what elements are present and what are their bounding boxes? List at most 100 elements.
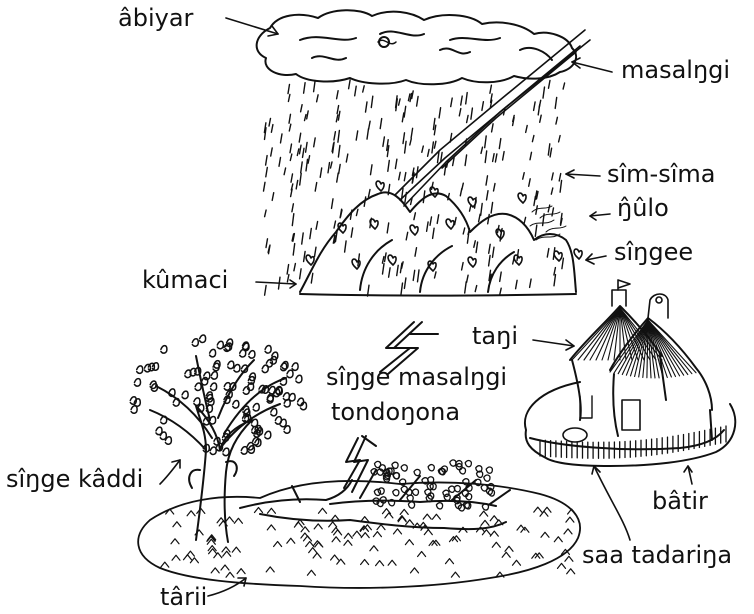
- rain-streak: [439, 108, 441, 118]
- rain-streak: [306, 142, 308, 152]
- flame-mark: [388, 255, 396, 265]
- rain-streak: [380, 119, 382, 129]
- ground-tick: [306, 542, 314, 547]
- rain-streak: [411, 128, 413, 138]
- rain-streak: [291, 174, 293, 182]
- ground-tick: [161, 562, 169, 567]
- ground-tick: [388, 560, 396, 565]
- ground-tick: [221, 565, 229, 570]
- rain-streak: [363, 86, 365, 92]
- label-tree: sîŋge kâddi: [6, 467, 143, 491]
- rain-streak: [494, 184, 496, 192]
- rain-streak: [264, 182, 266, 191]
- rain-streak: [272, 193, 274, 201]
- ground-tick: [361, 533, 369, 538]
- label-yard: saa tadariŋa: [582, 543, 732, 567]
- leaf-mark: [249, 351, 255, 358]
- ground-tick: [517, 525, 525, 530]
- fallen-leaf: [428, 465, 434, 471]
- leaf-mark: [233, 401, 239, 408]
- rain-streak: [471, 108, 473, 119]
- ground-hatching: [161, 507, 576, 577]
- ground-tick: [313, 553, 321, 558]
- flame-mark: [376, 181, 384, 191]
- leaf-mark: [217, 341, 223, 348]
- rain-streak: [435, 272, 437, 278]
- rain-streak: [490, 85, 492, 93]
- leaf-mark: [240, 349, 246, 356]
- rain-streak: [266, 168, 268, 177]
- ground-tick: [502, 552, 510, 557]
- rain-streak: [430, 217, 432, 225]
- rain-streak: [417, 97, 419, 107]
- ground-tick: [226, 517, 234, 522]
- rain-streak: [560, 180, 562, 192]
- ground-tick: [505, 546, 513, 551]
- ground-tick: [255, 508, 263, 513]
- ground-tick: [309, 548, 317, 553]
- leaf-mark: [182, 391, 188, 398]
- leaf-mark: [161, 346, 167, 353]
- rain-streak: [271, 148, 273, 156]
- rain-streak: [422, 146, 424, 152]
- rain-streak: [476, 242, 478, 252]
- rain-streak: [479, 214, 481, 222]
- burning-bush-icon: [300, 192, 576, 295]
- rain-streak: [465, 155, 467, 166]
- flame-mark: [518, 193, 526, 203]
- flame-mark: [468, 257, 476, 267]
- rain-streak: [530, 279, 532, 287]
- rain-streak: [562, 258, 564, 269]
- rain-streak: [287, 265, 289, 275]
- rain-streak: [339, 164, 341, 173]
- rain-streak: [489, 244, 491, 253]
- fallen-leaf: [449, 486, 455, 492]
- label-cloud: âbiyar: [118, 6, 193, 30]
- leaf-mark: [200, 335, 206, 342]
- rain-streak: [395, 159, 397, 168]
- rain-streak: [485, 151, 487, 163]
- rain-streak: [481, 147, 483, 153]
- rain-streak: [437, 215, 439, 224]
- ground-tick: [423, 514, 431, 519]
- rain-streak: [427, 222, 429, 231]
- rain-streak: [290, 144, 292, 153]
- ground-tick: [406, 520, 414, 525]
- label-fence: bâtir: [652, 489, 708, 513]
- ground-tick: [564, 529, 572, 534]
- rain-streak: [466, 93, 468, 104]
- rain-streak: [328, 163, 330, 173]
- label-smoke: ŋ̂ûlo: [617, 196, 669, 220]
- flame-mark: [574, 249, 582, 259]
- ground-tick: [344, 540, 352, 545]
- fallen-leaf: [484, 475, 490, 481]
- ground-tick: [405, 540, 413, 545]
- ground-tick: [567, 569, 575, 574]
- rain-streak: [481, 204, 483, 216]
- leaf-mark: [194, 398, 200, 405]
- label-fire-top: sîŋgee: [614, 240, 693, 264]
- rain-streak: [306, 159, 308, 171]
- fallen-leaf: [450, 460, 456, 466]
- rain-streak: [290, 154, 292, 160]
- fallen-leaf: [401, 465, 407, 471]
- rain-streak: [415, 248, 417, 257]
- rain-streak: [503, 152, 505, 160]
- ground-tick: [492, 542, 500, 547]
- rain-streak: [467, 115, 469, 122]
- fallen-leaf: [465, 461, 471, 467]
- ground-tick: [400, 509, 408, 514]
- ground-tick: [232, 547, 240, 552]
- ground-tick: [383, 509, 391, 514]
- fallen-leaf: [444, 494, 450, 500]
- ground-tick: [187, 511, 195, 516]
- ground-tick: [329, 522, 337, 527]
- rain-streak: [289, 114, 291, 123]
- ground-tick: [541, 532, 549, 537]
- label-lightning-strike-line2: tondoŋona: [331, 400, 460, 424]
- rain-streak: [492, 124, 494, 132]
- rain-streak: [526, 126, 528, 133]
- rain-streak: [310, 229, 312, 239]
- rain-streak: [281, 134, 283, 143]
- rain-streak: [500, 288, 502, 295]
